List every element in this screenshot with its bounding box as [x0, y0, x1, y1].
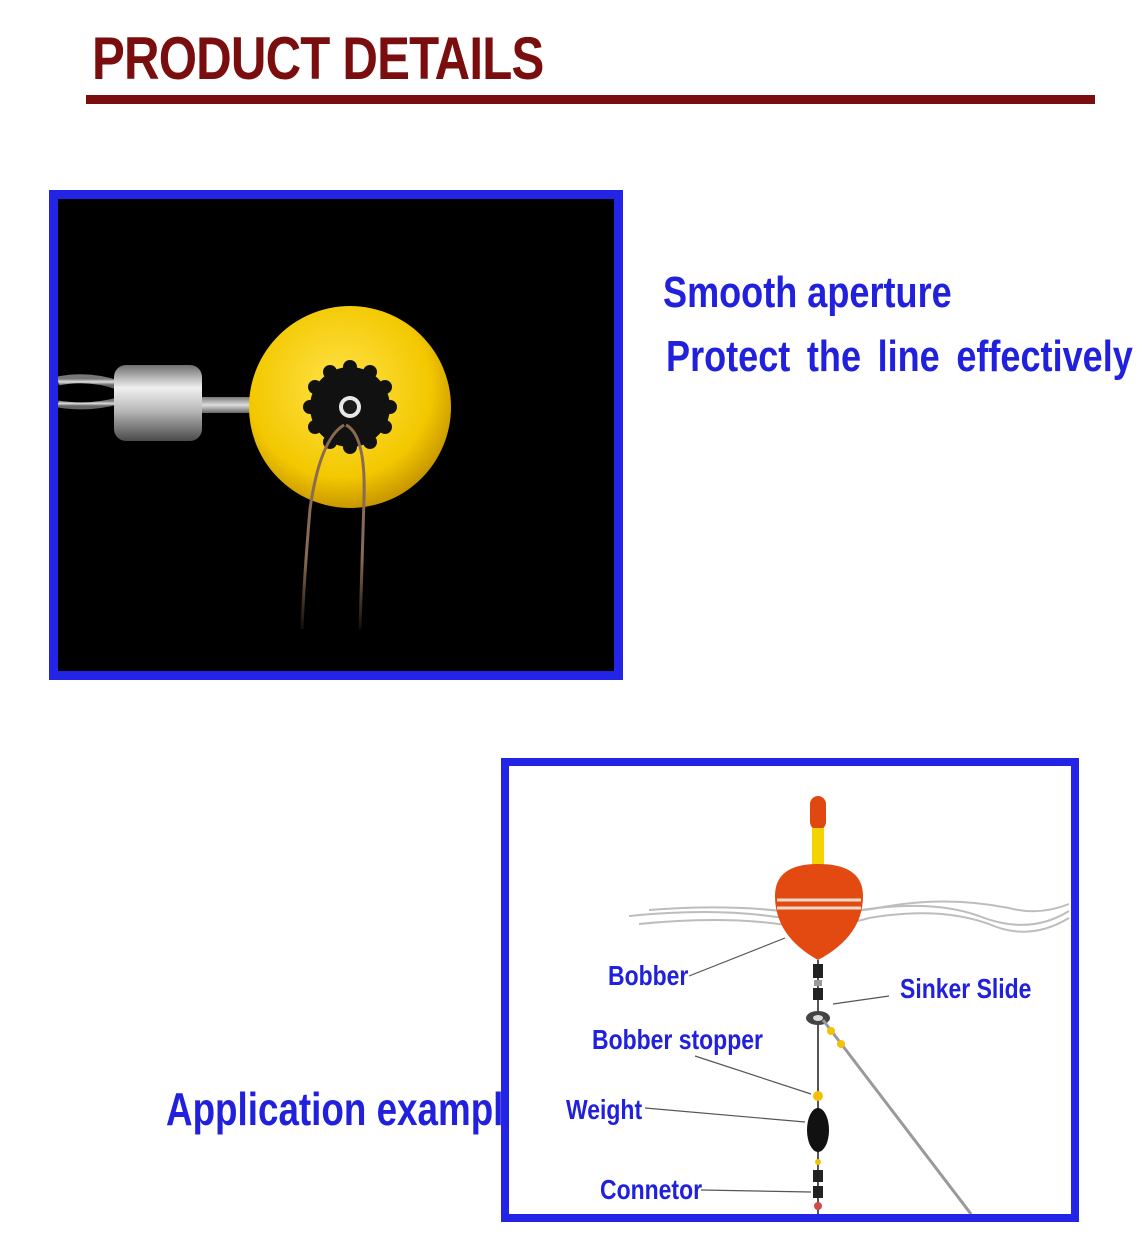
swivel-wire [58, 397, 119, 410]
leader-line [821, 1019, 973, 1214]
bobber-body [775, 864, 863, 960]
label-bobber-stopper: Bobber stopper [592, 1024, 763, 1055]
metal-sleeve [114, 365, 202, 441]
bobber-antenna [812, 828, 824, 876]
swivel-wire [58, 374, 120, 390]
application-heading: Application example [166, 1083, 524, 1135]
feature-line-2: Protect the line effectively [666, 332, 1133, 381]
bobber-tip [810, 796, 826, 830]
fishing-rig-diagram [628, 796, 1070, 1214]
application-diagram-frame: Bobber Sinker Slide Bobber stopper Weigh… [501, 758, 1079, 1222]
weight [807, 1108, 829, 1152]
connector [813, 1170, 823, 1182]
label-weight: Weight [566, 1094, 643, 1125]
title-underline [86, 95, 1095, 104]
feature-line-1: Smooth aperture [663, 268, 952, 317]
serrated-aperture [303, 360, 397, 454]
bobber-stopper-photo [58, 199, 614, 671]
label-bobber: Bobber [608, 960, 689, 991]
page-title: PRODUCT DETAILS [92, 25, 544, 92]
bobber-stopper-bead [813, 1091, 823, 1101]
label-connector: Connetor [600, 1174, 703, 1205]
bobber-swivel [813, 964, 823, 978]
callout-lines [644, 937, 890, 1193]
label-sinker-slide: Sinker Slide [900, 973, 1032, 1004]
product-photo-frame [49, 190, 623, 680]
swivel-rod [188, 397, 258, 413]
